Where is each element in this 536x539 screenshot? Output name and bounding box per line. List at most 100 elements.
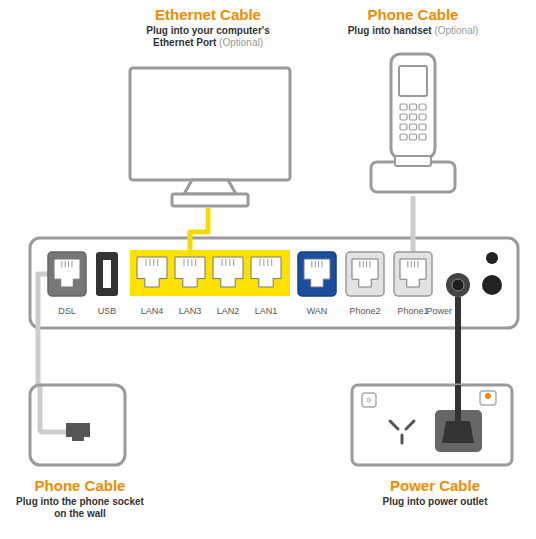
- instruction-text: Plug into the phone socket on the wall: [16, 496, 144, 519]
- callout-text: Phone CablePlug into the phone socket on…: [8, 477, 152, 520]
- port-label-box: WAN: [286, 306, 348, 317]
- port-jack: [175, 257, 205, 287]
- handset-key: [419, 114, 426, 120]
- port-housing: [48, 252, 86, 296]
- jack-contact: [149, 259, 150, 266]
- port-label: WAN: [307, 306, 328, 316]
- port-jack: [400, 259, 426, 287]
- callout-text: Ethernet CablePlug into your computer's …: [116, 6, 300, 49]
- port-label: LAN1: [255, 306, 278, 316]
- usb-slot: [103, 260, 111, 288]
- lan-port-group: [130, 250, 290, 296]
- handset-key: [419, 104, 426, 110]
- jack-contact: [233, 259, 234, 266]
- jack-contact: [407, 261, 408, 267]
- jack-contact: [153, 259, 154, 266]
- handset-key: [419, 124, 426, 130]
- callout-text: Phone CablePlug into handset (Optional): [321, 6, 505, 37]
- jack-contact: [187, 259, 188, 266]
- port-label: LAN4: [141, 306, 164, 316]
- monitor-screen: [130, 68, 290, 180]
- cable: [411, 196, 416, 252]
- port-jack: [54, 259, 80, 287]
- socket-slot: [390, 421, 398, 429]
- port-label: DSL: [58, 306, 76, 316]
- lan-port: LAN1: [250, 256, 282, 288]
- port-label-box: LAN4: [124, 306, 180, 317]
- jack-contact: [184, 259, 185, 266]
- jack-contact: [229, 259, 230, 266]
- instruction-text: Plug into handset: [348, 25, 432, 36]
- jack-contact: [61, 261, 62, 267]
- port-housing: [346, 252, 384, 296]
- cable-title: Ethernet Cable: [116, 6, 300, 24]
- jack-contact: [68, 261, 69, 267]
- port-label-box: USB: [84, 306, 130, 317]
- router-led: [486, 252, 498, 264]
- socket-slot: [401, 435, 404, 443]
- jack-contact: [195, 259, 196, 266]
- handset-key: [400, 114, 407, 120]
- usb-port: USB: [96, 252, 118, 296]
- handset-screen: [399, 66, 427, 96]
- port-label: Phone1: [397, 306, 428, 316]
- jack-contact: [263, 259, 264, 266]
- port-housing: [394, 252, 432, 296]
- cradle-slot: [395, 156, 431, 166]
- power-plug: [442, 421, 474, 443]
- port-jack: [352, 259, 378, 287]
- wall-plate: [30, 385, 125, 465]
- outlet-switch: [480, 391, 496, 405]
- callout-text: Power CablePlug into power outlet: [338, 477, 532, 508]
- power-outlet: Power CablePlug into power outlet: [338, 385, 532, 535]
- port-jack: [304, 259, 330, 287]
- socket-slot: [406, 421, 414, 429]
- port-jack: [213, 257, 243, 287]
- lan-port: LAN4: [136, 256, 168, 288]
- port-label: Phone2: [349, 306, 380, 316]
- jack-contact: [157, 259, 158, 266]
- lan-port: LAN2: [212, 256, 244, 288]
- handset-key: [410, 114, 417, 120]
- jack-contact: [191, 259, 192, 266]
- handset-key: [419, 134, 426, 140]
- handset-body: [391, 54, 435, 158]
- jack-contact: [363, 261, 364, 267]
- jack-contact: [71, 261, 72, 267]
- jack-contact: [369, 261, 370, 267]
- optional-note: (Optional): [219, 37, 263, 48]
- cable-title: Phone Cable: [8, 477, 152, 495]
- port-label-box: DSL: [36, 306, 98, 317]
- handset-key: [400, 124, 407, 130]
- jack-contact: [260, 259, 261, 266]
- phone-drawing: [346, 252, 384, 296]
- port-label-box: LAN3: [162, 306, 218, 317]
- port-label-box: LAN2: [200, 306, 256, 317]
- jack-contact: [321, 261, 322, 267]
- jack-contact: [417, 261, 418, 267]
- port-label: LAN3: [179, 306, 202, 316]
- phone-cable-end: [40, 385, 66, 432]
- power-cable-end: [455, 385, 461, 425]
- handset-key: [400, 134, 407, 140]
- port-housing: [298, 252, 336, 296]
- handset-drawing: [323, 54, 503, 244]
- port-label-box: LAN1: [238, 306, 294, 317]
- cable: [455, 297, 461, 385]
- instruction-text: Plug into power outlet: [383, 496, 488, 507]
- router-button: [482, 275, 502, 295]
- lan-drawing: [212, 256, 244, 288]
- lan-drawing: [250, 256, 282, 288]
- usb-housing: [96, 252, 118, 296]
- cable-title: Phone Cable: [321, 6, 505, 24]
- phone-handset: Phone CablePlug into handset (Optional): [321, 6, 505, 196]
- wan-drawing: [298, 252, 336, 296]
- port-jack: [251, 257, 281, 287]
- phone-drawing: [394, 252, 432, 296]
- dsl-drawing: [48, 252, 86, 296]
- optional-note: (Optional): [434, 25, 478, 36]
- jack-contact: [318, 261, 319, 267]
- cable-instruction: Plug into power outlet: [345, 496, 525, 508]
- wall-jack: [66, 423, 90, 441]
